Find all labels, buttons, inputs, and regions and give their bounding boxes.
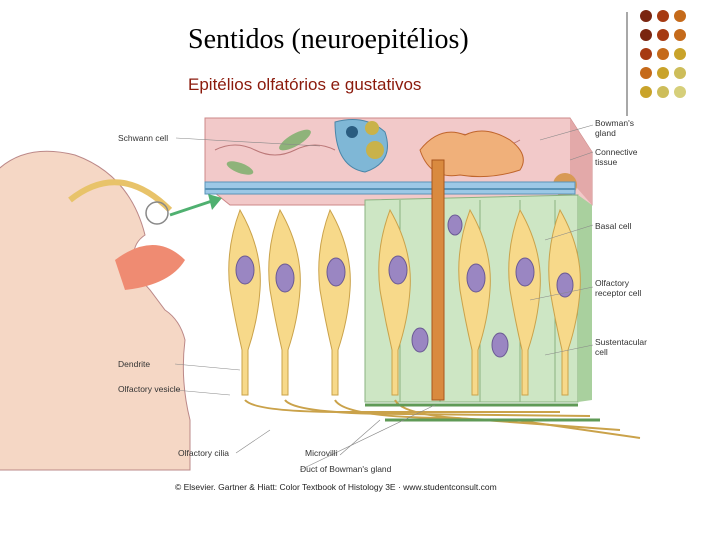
slide-subtitle: Epitélios olfatórios e gustativos [188, 75, 422, 94]
decorative-dot [674, 29, 686, 41]
decorative-dot [640, 86, 652, 98]
decorative-dot [657, 86, 669, 98]
decorative-dot [674, 48, 686, 60]
label-olfactory-receptor-1: Olfactory [595, 278, 630, 288]
cell-nuclei [235, 214, 574, 358]
decorative-dot [640, 48, 652, 60]
olfactory-receptor-cells [228, 208, 581, 396]
decorative-dot [674, 67, 686, 79]
decorative-dot [674, 86, 686, 98]
label-sustentacular-2: cell [595, 347, 608, 357]
divider-line [626, 12, 628, 116]
label-olfactory-receptor-2: receptor cell [595, 288, 641, 298]
decorative-dot [640, 10, 652, 22]
label-duct: Duct of Bowman's gland [300, 464, 392, 474]
decorative-dot [674, 10, 686, 22]
slide-title: Sentidos (neuroepitélios) [188, 24, 469, 55]
decorative-dot [640, 67, 652, 79]
label-microvilli: Microvilli [305, 448, 338, 458]
label-connective-2: tissue [595, 157, 617, 167]
label-schwann-cell: Schwann cell [118, 133, 168, 143]
decorative-dot [657, 48, 669, 60]
decorative-dot [657, 29, 669, 41]
label-olfactory-vesicle: Olfactory vesicle [118, 384, 181, 394]
label-olfactory-cilia: Olfactory cilia [178, 448, 229, 458]
label-bowmans-gland-1: Bowman's [595, 118, 634, 128]
decorative-dot [657, 67, 669, 79]
label-dendrite: Dendrite [118, 359, 150, 369]
decorative-dot [640, 29, 652, 41]
head-profile [0, 150, 222, 471]
label-leader-lines [174, 124, 594, 471]
figure-credit: © Elsevier. Gartner & Hiatt: Color Textb… [175, 482, 497, 492]
label-connective-1: Connective [595, 147, 638, 157]
label-bowmans-gland-2: gland [595, 128, 616, 138]
label-sustentacular-1: Sustentacular [595, 337, 647, 347]
label-basal-cell: Basal cell [595, 221, 631, 231]
decorative-dot [657, 10, 669, 22]
bowmans-gland [419, 130, 524, 401]
nerve-bundle [204, 181, 576, 195]
microvilli [365, 403, 600, 422]
